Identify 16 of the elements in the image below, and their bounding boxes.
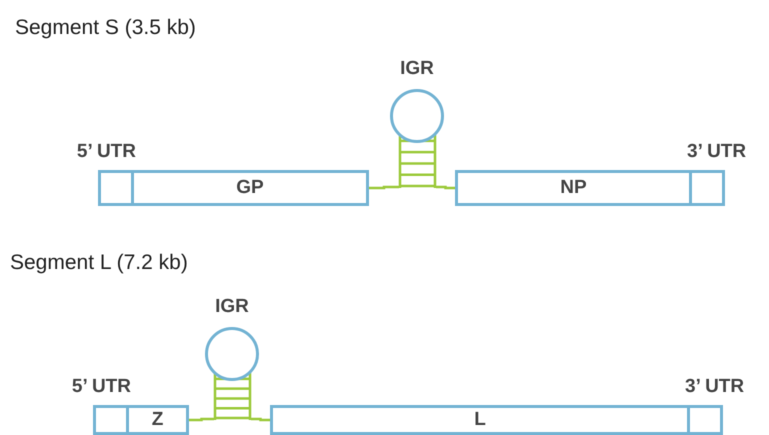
gene-box: GP: [131, 170, 369, 206]
connector-line: [369, 186, 399, 190]
segment-title: Segment S (3.5 kb): [15, 15, 196, 41]
region-label: IGR: [399, 57, 435, 81]
region-label: IGR: [214, 295, 250, 319]
utr-label: 5’ UTR: [76, 140, 136, 164]
utr-label: 3’ UTR: [685, 375, 746, 399]
connector-line: [251, 418, 270, 422]
connector-line: [436, 186, 455, 190]
utr-label: 3’ UTR: [687, 140, 748, 164]
connector-line: [189, 418, 214, 422]
gene-box: Z: [126, 405, 189, 435]
utr-label: 5’ UTR: [70, 375, 131, 399]
gene-box: L: [270, 405, 690, 435]
segment-title: Segment L (7.2 kb): [10, 250, 188, 276]
gene-box: NP: [455, 170, 692, 206]
